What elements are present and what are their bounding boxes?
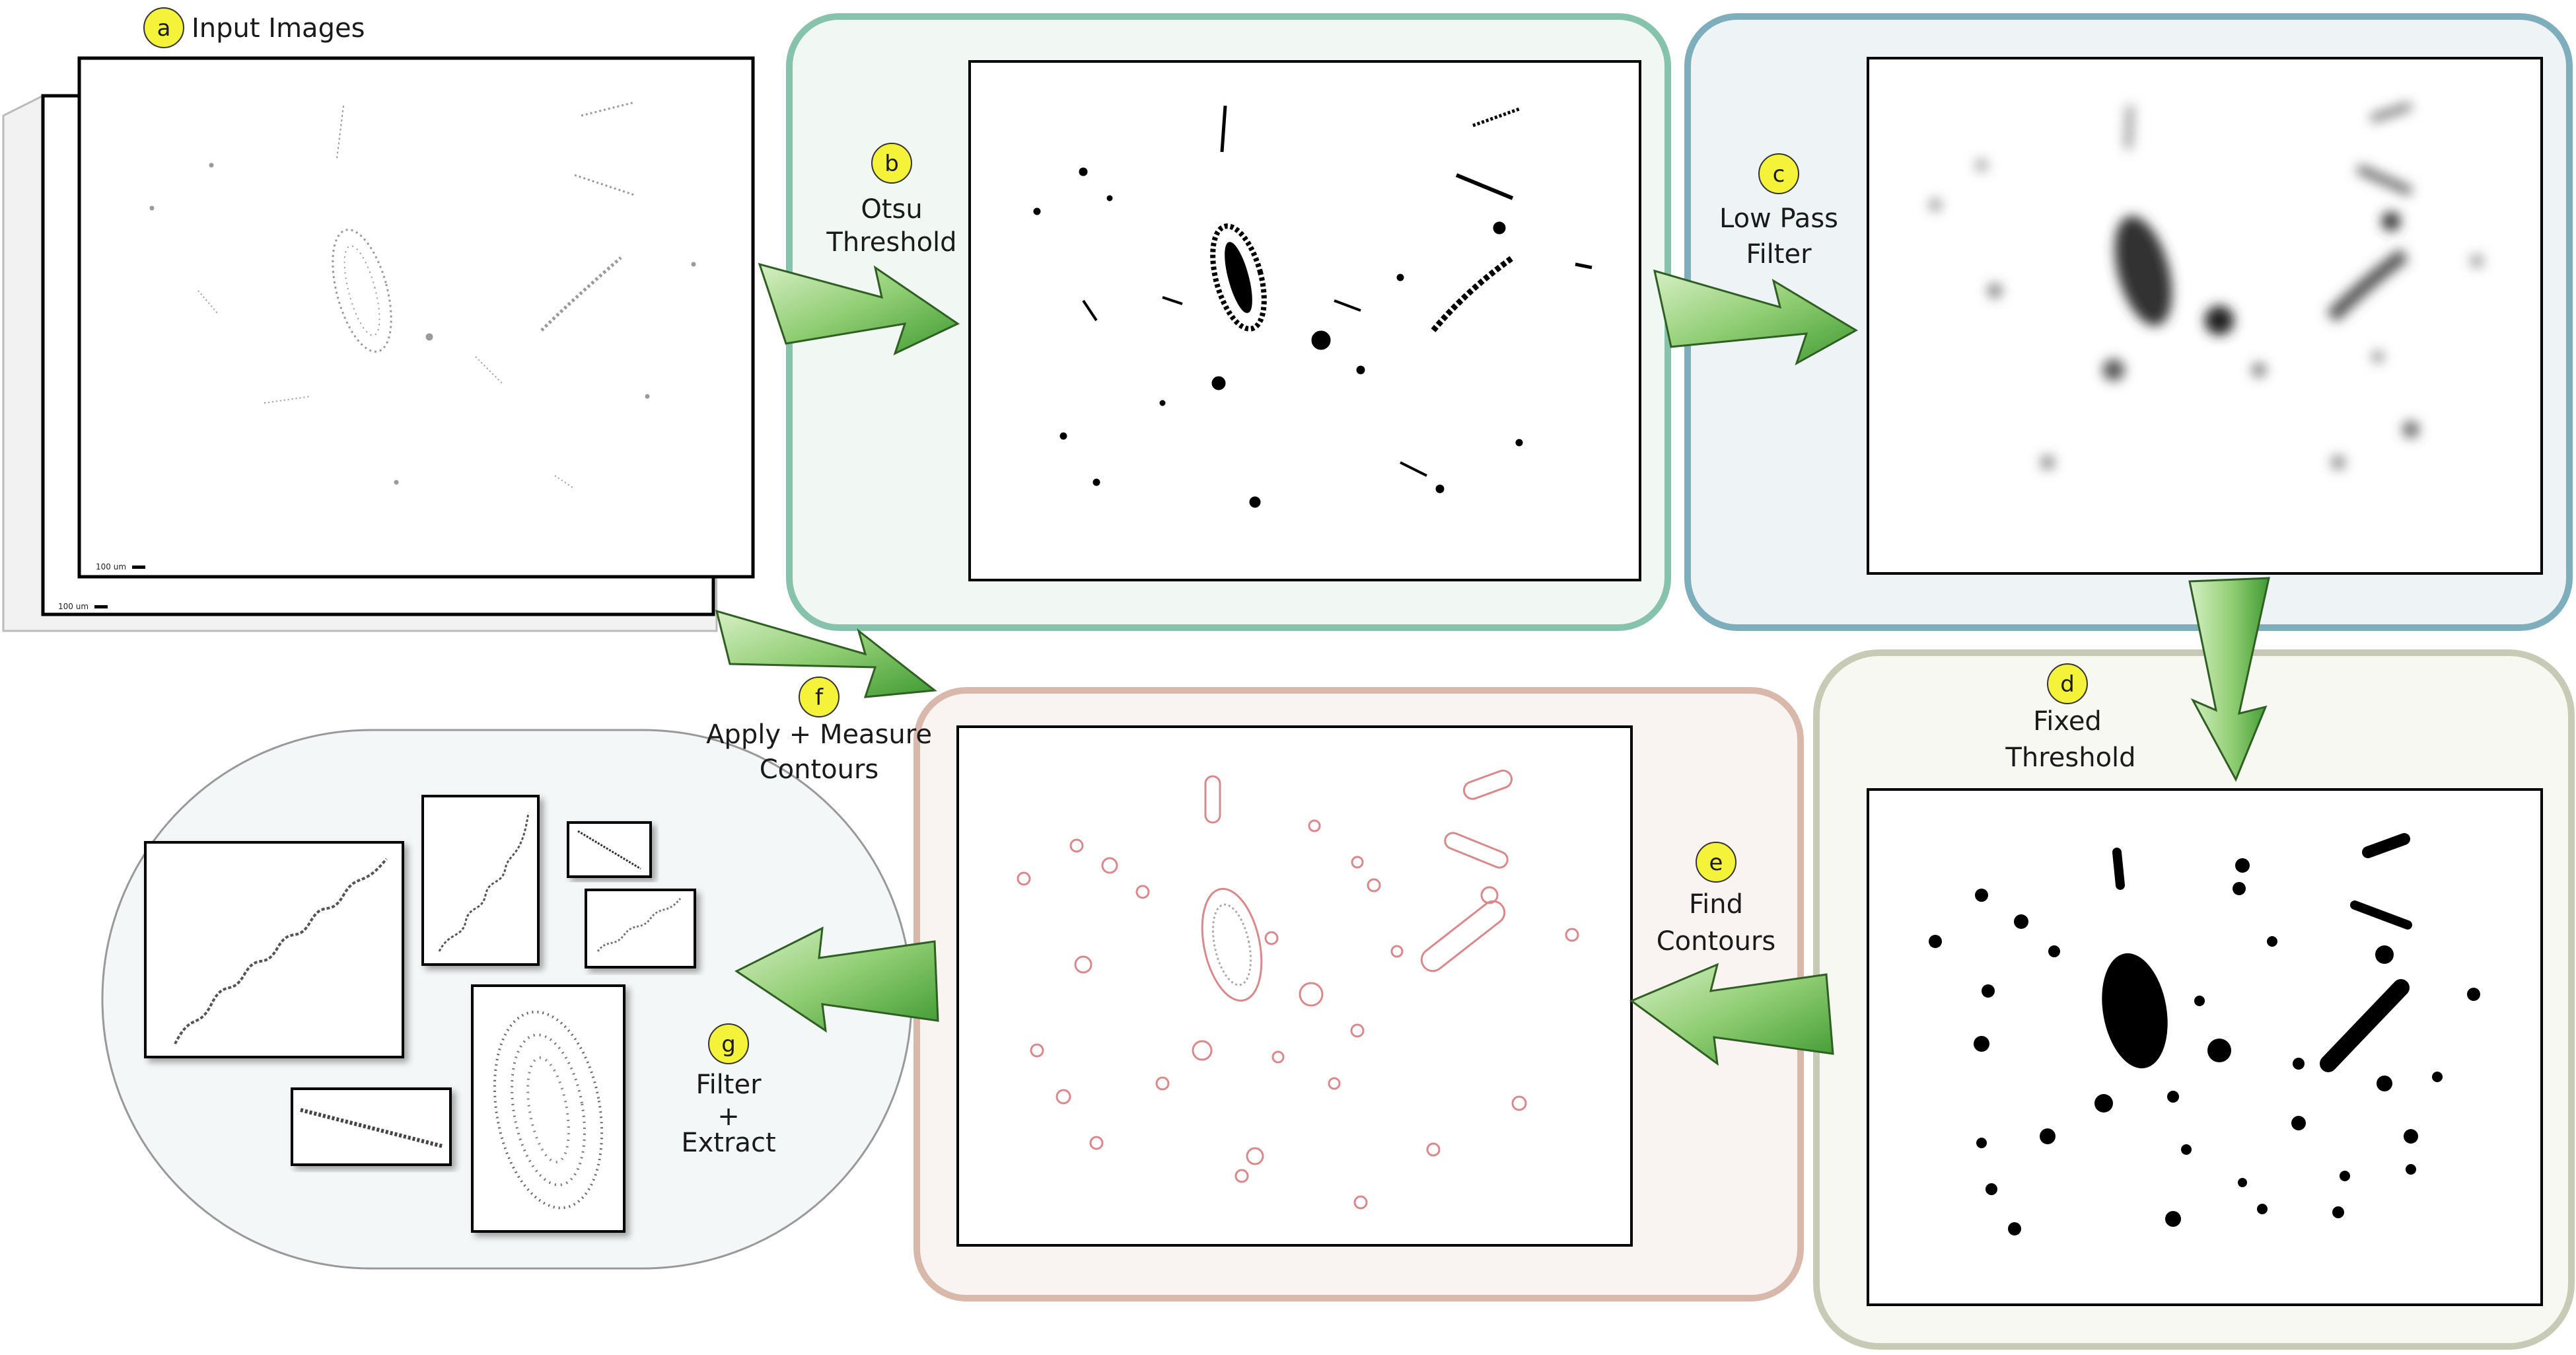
arrow-b-to-c [1653, 269, 1858, 366]
badge-b [871, 143, 912, 184]
arrow-a-to-b [758, 262, 960, 355]
label-find-contours: e Find Contours [1657, 842, 1776, 957]
svg-text:Contours: Contours [760, 754, 879, 785]
crop-rod [291, 1087, 452, 1166]
svg-text:Filter: Filter [696, 1070, 762, 1100]
scale-label-back: 100 um [58, 602, 89, 611]
label-otsu-threshold: b Otsu Threshold [826, 143, 957, 258]
svg-text:Find: Find [1689, 889, 1743, 920]
crop-leaf [471, 984, 626, 1233]
label-low-pass-filter: c Low Pass Filter [1719, 153, 1838, 270]
svg-text:e: e [1709, 850, 1723, 876]
svg-text:a: a [157, 15, 171, 42]
svg-text:g: g [721, 1031, 736, 1058]
extracted-crops [144, 795, 696, 1233]
badge-e [1696, 842, 1736, 883]
scale-bar-back [94, 605, 108, 608]
label-fixed-threshold: d Fixed Threshold [2005, 663, 2136, 773]
badge-g [708, 1023, 749, 1064]
label-apply-measure-contours: f Apply + Measure Contours [706, 677, 932, 785]
svg-text:Fixed: Fixed [2033, 706, 2102, 737]
badge-d [2047, 663, 2088, 704]
crop-helix-small [585, 889, 696, 969]
arrow-d-to-e [1629, 963, 1834, 1066]
fixed-threshold-image [1867, 788, 2543, 1306]
label-input-images: a Input Images [143, 7, 365, 48]
arrow-input-to-e [715, 609, 937, 698]
svg-text:+: + [717, 1101, 740, 1132]
svg-text:Filter: Filter [1746, 239, 1812, 270]
svg-text:d: d [2060, 671, 2075, 698]
crop-helix-tall [421, 795, 540, 966]
svg-text:Low Pass: Low Pass [1719, 203, 1838, 234]
input-image-stack: 100 um 100 um [2, 56, 755, 632]
input-specimen-sketch [149, 101, 696, 490]
low-pass-filter-image [1867, 57, 2543, 575]
svg-text:f: f [815, 684, 824, 711]
svg-text:Threshold: Threshold [826, 227, 956, 258]
find-contours-image [956, 725, 1633, 1247]
arrow-e-to-g [734, 926, 939, 1033]
svg-text:c: c [1773, 161, 1785, 188]
badge-a [143, 7, 184, 48]
svg-text:Input Images: Input Images [192, 13, 365, 44]
scale-bar-front [132, 566, 145, 569]
svg-text:Threshold: Threshold [2005, 743, 2135, 773]
svg-text:Apply + Measure: Apply + Measure [706, 719, 932, 750]
crop-helix-large [144, 841, 404, 1058]
input-image-front [77, 56, 755, 579]
arrow-c-to-d [2188, 577, 2270, 782]
svg-text:Extract: Extract [681, 1128, 775, 1158]
otsu-threshold-image [968, 60, 1641, 581]
crop-line-small [567, 821, 652, 878]
badge-f [799, 677, 840, 717]
svg-text:b: b [884, 151, 899, 177]
svg-text:Contours: Contours [1657, 926, 1776, 957]
scale-label-front: 100 um [96, 562, 126, 571]
badge-c [1758, 153, 1799, 194]
svg-text:Otsu: Otsu [861, 194, 922, 225]
label-filter-extract: g Filter + Extract [681, 1023, 776, 1158]
